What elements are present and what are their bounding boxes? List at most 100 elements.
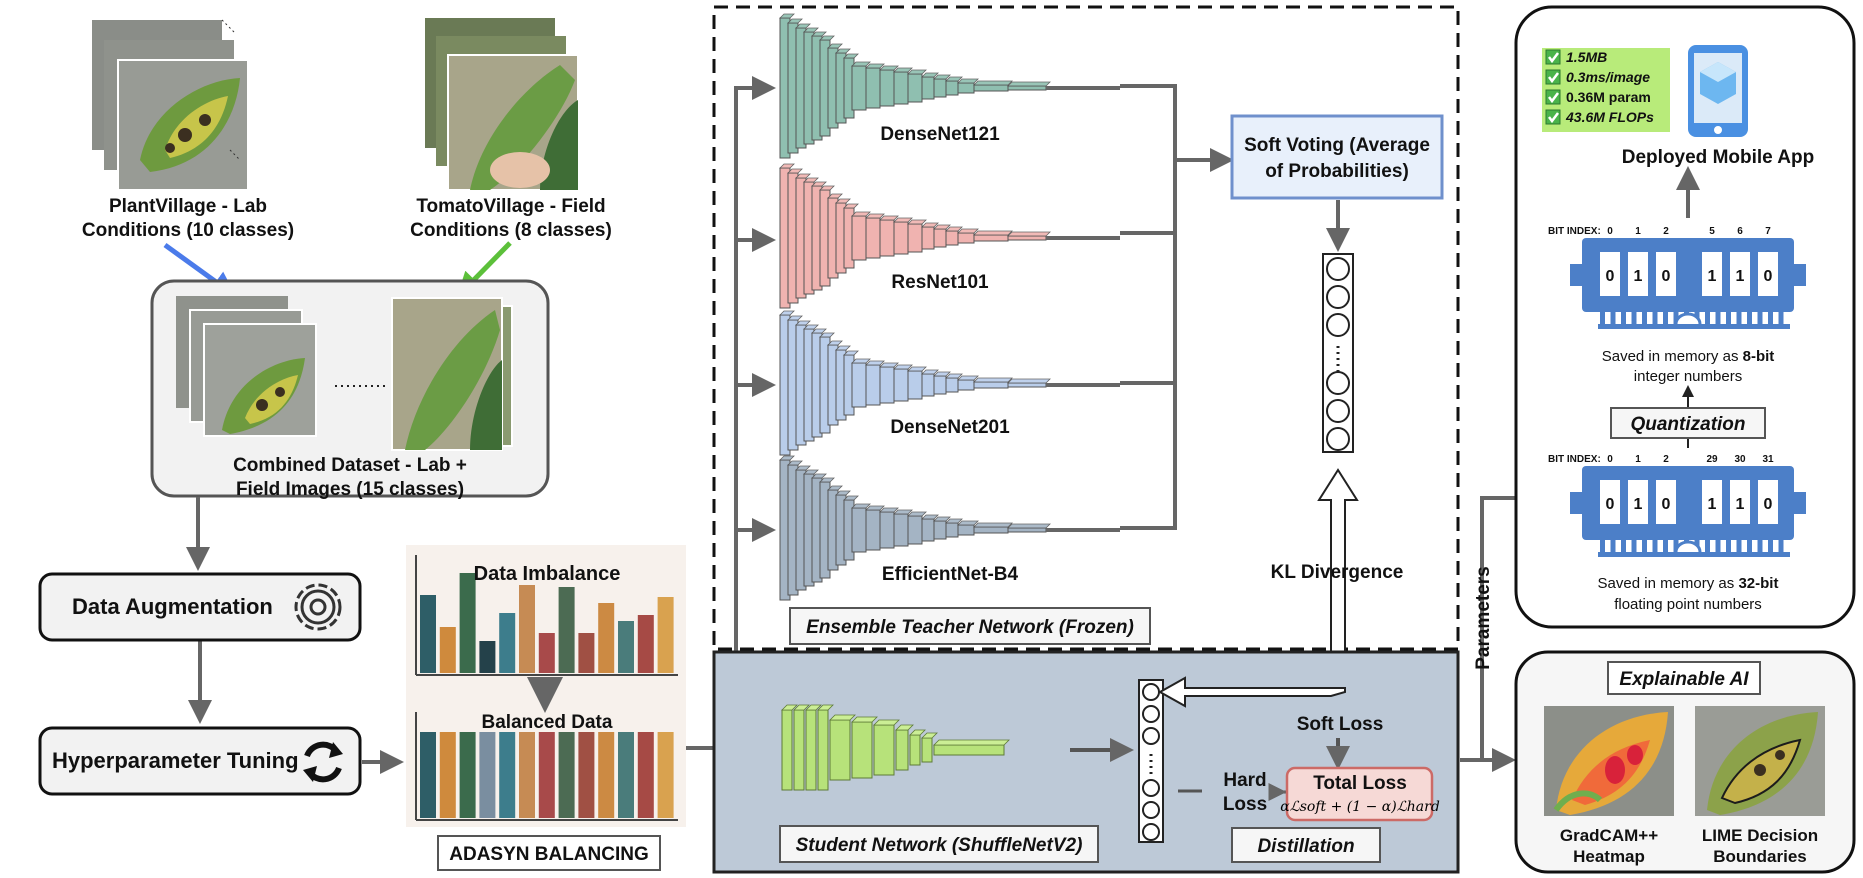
gradcam-label-2: Heatmap <box>1573 847 1645 866</box>
tomatovillage-label: TomatoVillage - Field <box>416 196 605 217</box>
check-icon <box>1545 69 1561 85</box>
quantization-box <box>1610 407 1766 439</box>
teacher-layer <box>865 217 881 259</box>
gradcam-label: GradCAM++ <box>1560 826 1658 845</box>
bit-value: 1 <box>1736 268 1745 285</box>
teacher-layer-top <box>907 366 927 372</box>
teacher-layer <box>879 366 895 404</box>
soft-loss-label: Soft Loss <box>1297 714 1384 735</box>
teacher-layer-top <box>957 228 979 234</box>
teacher-layer <box>933 375 947 395</box>
imbalance-bar <box>637 615 654 673</box>
student-vector-node <box>1142 705 1160 723</box>
chip-pin <box>1652 540 1658 552</box>
teacher-layer-top <box>879 362 899 368</box>
bit-index: 31 <box>1762 454 1774 465</box>
student-layer-top <box>817 704 834 711</box>
bit-cell <box>1600 480 1620 524</box>
student-layer-top <box>933 739 1010 746</box>
teacher-layer-top <box>865 213 885 219</box>
teacher-layer-top <box>811 473 827 479</box>
teacher-layer <box>893 71 909 105</box>
teacher-layer <box>945 80 959 96</box>
teacher-layer-top <box>827 43 843 49</box>
chip-pin <box>1726 312 1731 324</box>
distillation-caption-box <box>1231 827 1381 863</box>
bit-index: 7 <box>1765 226 1771 237</box>
teacher-caption: Ensemble Teacher Network (Frozen) <box>806 617 1134 638</box>
teacher-layer <box>851 215 867 261</box>
bit-cell <box>1758 480 1778 524</box>
teacher-layer-top <box>957 78 979 84</box>
teacher-layer <box>933 78 947 98</box>
chip-pin <box>1778 540 1784 552</box>
bit-cell <box>1730 480 1750 524</box>
teacher-layer-top <box>851 358 871 364</box>
teacher-layer-top <box>1007 81 1051 87</box>
chip-pin <box>1621 312 1626 324</box>
bit-index-label: BIT INDEX: <box>1548 454 1601 465</box>
chip-pin <box>1736 540 1742 552</box>
mobile-phone-icon <box>1688 45 1748 137</box>
bit-cell <box>1702 252 1722 296</box>
teacher-layer-top <box>851 61 871 67</box>
teacher-layer-top <box>795 173 811 179</box>
balanced-bar <box>578 732 595 818</box>
teacher-layer <box>921 226 935 250</box>
check-mark <box>1548 92 1559 104</box>
teacher-layer-top <box>957 375 979 381</box>
teacher-layer-top <box>843 495 859 501</box>
chip-pin <box>1715 312 1721 324</box>
gradcam-image <box>1544 706 1674 816</box>
bit-cell <box>1656 252 1676 296</box>
imbalance-bar <box>499 613 516 673</box>
teacher-layer-top <box>795 23 811 29</box>
teacher-layer-top <box>811 328 827 334</box>
teacher-layer-top <box>819 185 835 191</box>
teacher-layer <box>907 515 923 545</box>
student-caption-box <box>779 825 1099 863</box>
teacher-layer <box>945 522 959 538</box>
teacher-layer <box>879 69 895 107</box>
student-layer <box>781 709 793 791</box>
teacher-vector-node <box>1326 371 1350 395</box>
balanced-bar <box>538 732 555 818</box>
teacher-outputs-merge <box>1120 84 1177 530</box>
chip-pin <box>1652 312 1658 324</box>
student-layer-top <box>895 724 914 731</box>
saved-32bit-label-2: floating point numbers <box>1614 596 1762 613</box>
plantvillage-label-2: Conditions (10 classes) <box>82 220 294 241</box>
metric-text: 0.36M param <box>1566 89 1651 105</box>
combined-lab-image <box>176 296 317 437</box>
teacher-caption-box <box>789 607 1151 645</box>
teacher-layer <box>1007 527 1047 533</box>
chip-pin <box>1736 312 1742 324</box>
teacher-label-densenet121: DenseNet121 <box>880 124 1000 145</box>
chip-pin <box>1642 312 1647 324</box>
teacher-layer-top <box>787 315 803 321</box>
teacher-layer <box>921 518 935 542</box>
bit-index: 2 <box>1663 226 1669 237</box>
teacher-layer-top <box>819 477 835 483</box>
teacher-layer-top <box>843 203 859 209</box>
imbalance-bar <box>479 641 496 673</box>
teacher-layer-top <box>973 80 1013 86</box>
bit-index: 1 <box>1635 226 1641 237</box>
chip-notch <box>1674 540 1702 553</box>
student-vector-node <box>1142 823 1160 841</box>
tomatovillage-label-2: Conditions (8 classes) <box>410 220 612 241</box>
student-layer-top <box>873 719 900 726</box>
check-icon <box>1545 109 1561 125</box>
chip-pin <box>1747 312 1752 324</box>
teacher-layer-top <box>1007 523 1051 529</box>
bit-value: 1 <box>1634 496 1643 513</box>
student-layer <box>909 734 921 766</box>
student-layer-top <box>909 729 926 736</box>
bit-cell <box>1730 252 1750 296</box>
bit-cell <box>1656 480 1676 524</box>
teacher-label-resnet101: ResNet101 <box>891 272 989 293</box>
balanced-bar <box>618 732 634 818</box>
